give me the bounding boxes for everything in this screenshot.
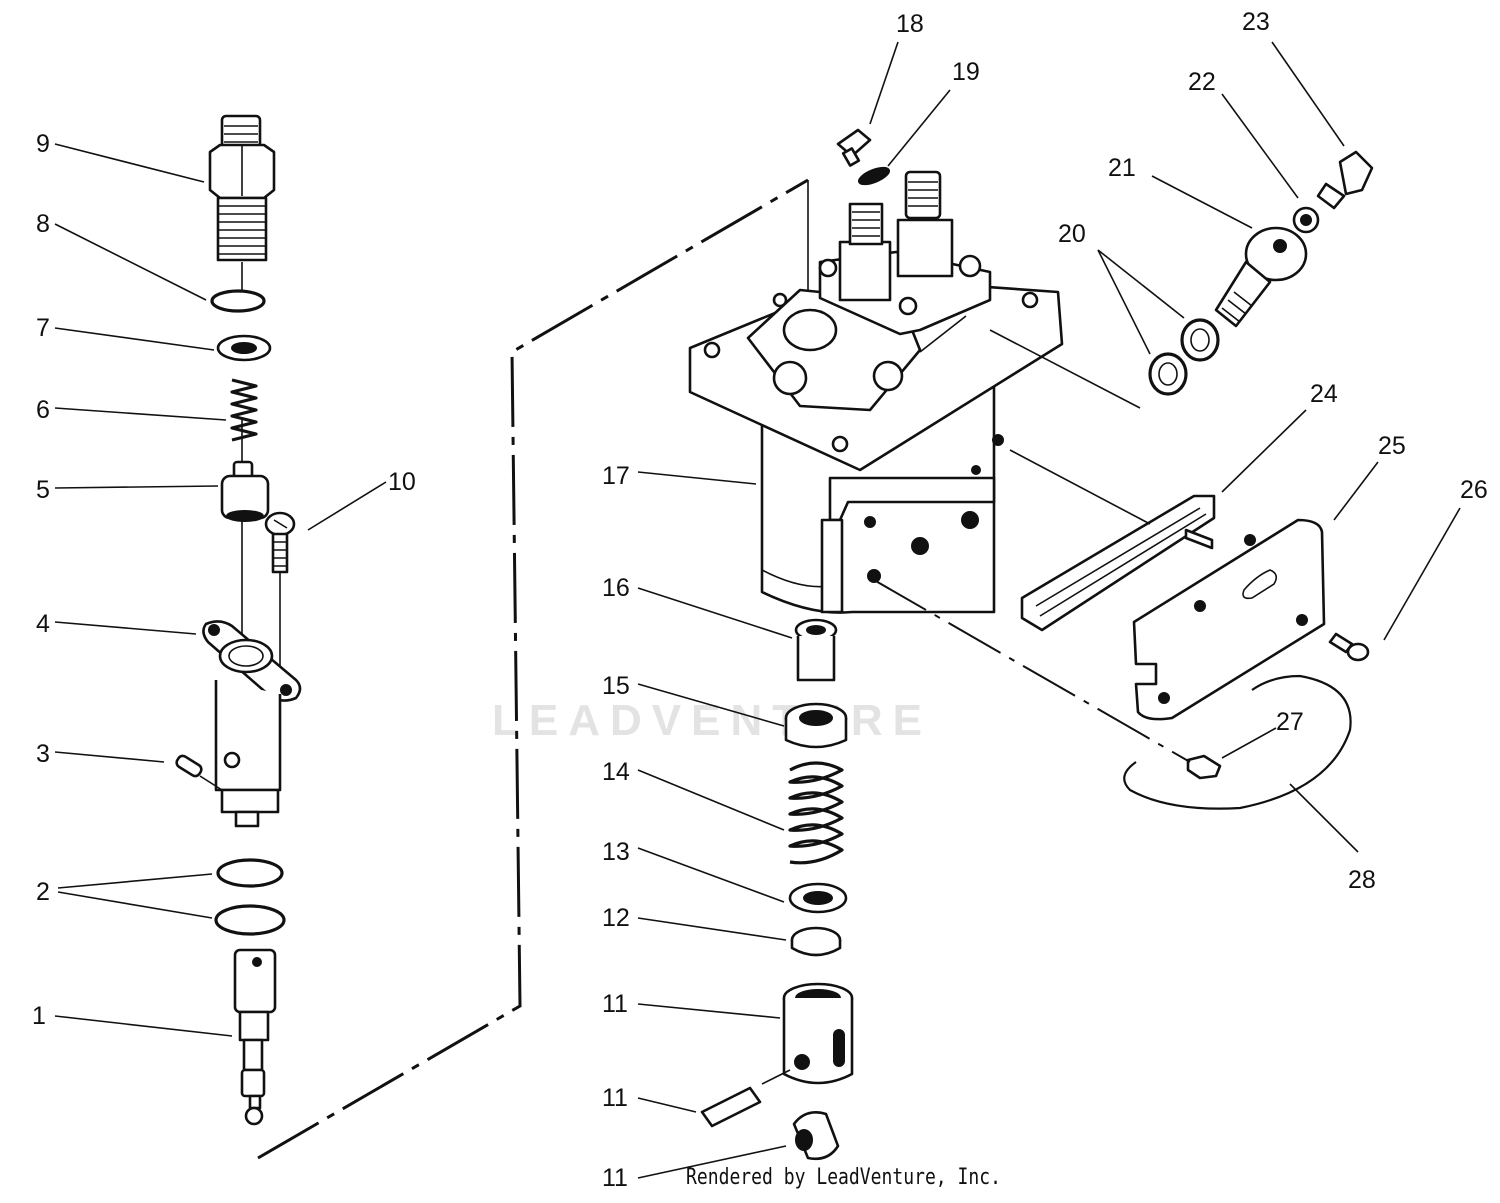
part-18-plug xyxy=(836,128,872,167)
part-6-spring xyxy=(230,378,258,442)
assembly-route-line xyxy=(257,178,809,1160)
callout-11-tappet: 11 xyxy=(602,990,628,1018)
part-19-washer xyxy=(857,166,891,186)
callout-2: 2 xyxy=(36,878,50,906)
callout-20: 20 xyxy=(1058,220,1086,248)
callout-1: 1 xyxy=(32,1002,46,1030)
part-14-spring xyxy=(788,761,844,865)
part-7-washer xyxy=(216,334,272,362)
part-4-barrel-flange xyxy=(202,620,302,828)
part-28-wire-clip xyxy=(1123,674,1352,810)
callout-24: 24 xyxy=(1310,380,1338,408)
part-12-shim xyxy=(790,926,842,957)
callout-8: 8 xyxy=(36,210,50,238)
callout-22: 22 xyxy=(1188,68,1216,96)
part-2-o-ring-upper xyxy=(216,858,284,888)
callout-4: 4 xyxy=(36,610,50,638)
part-10-screw xyxy=(264,511,296,574)
part-23-bolt xyxy=(1316,150,1374,210)
callout-23: 23 xyxy=(1242,8,1270,36)
part-11-pin xyxy=(700,1069,791,1128)
part-8-gasket xyxy=(210,289,266,313)
part-11-roller xyxy=(792,1111,840,1161)
part-24-rack xyxy=(1020,494,1216,632)
callout-17: 17 xyxy=(602,462,630,490)
render-credit: Rendered by LeadVenture, Inc. xyxy=(686,1165,1001,1190)
pump-body-assembly xyxy=(688,128,1374,1161)
callout-25: 25 xyxy=(1378,432,1406,460)
part-2-o-ring-lower xyxy=(214,904,286,936)
callout-5: 5 xyxy=(36,476,50,504)
callout-labels: 1 2 3 4 5 6 7 8 9 10 11 11 11 11 12 13 1… xyxy=(32,8,1488,1192)
part-27-bolt xyxy=(1186,754,1222,780)
bolt-27-axis xyxy=(873,579,1191,763)
callout-26: 26 xyxy=(1460,476,1488,504)
part-22-nut xyxy=(1292,206,1320,234)
callout-15: 15 xyxy=(602,672,630,700)
left-assembly xyxy=(175,114,302,1126)
callout-9: 9 xyxy=(36,130,50,158)
callout-3: 3 xyxy=(36,740,50,768)
callout-19: 19 xyxy=(952,58,980,86)
callout-16: 16 xyxy=(602,574,630,602)
callout-10: 10 xyxy=(388,468,416,496)
callout-11-roller: 11 xyxy=(602,1164,628,1192)
banjo-bolt-axis xyxy=(989,329,1141,409)
part-21-banjo-bolt xyxy=(1214,226,1308,328)
part-5-delivery-valve xyxy=(220,460,270,522)
leader-lines xyxy=(54,41,1461,1179)
callout-13: 13 xyxy=(602,838,630,866)
callout-7: 7 xyxy=(36,314,50,342)
callout-14: 14 xyxy=(602,758,630,786)
part-11-tappet xyxy=(782,982,854,1085)
callout-21: 21 xyxy=(1108,154,1136,182)
callout-18: 18 xyxy=(896,10,924,38)
part-26-screw xyxy=(1328,632,1370,662)
part-17-pump-body xyxy=(688,170,1064,614)
callout-27: 27 xyxy=(1276,708,1304,736)
part-3-pin xyxy=(175,754,223,791)
callout-11-pin: 11 xyxy=(602,1084,628,1112)
part-20-washers xyxy=(1148,318,1220,396)
part-1-plunger xyxy=(233,948,277,1126)
part-13-lower-seat xyxy=(788,882,848,914)
callout-12: 12 xyxy=(602,904,630,932)
part-15-spring-seat xyxy=(784,702,848,749)
rack-axis xyxy=(1009,449,1151,525)
part-9-valve-holder xyxy=(208,114,276,262)
callout-28: 28 xyxy=(1348,866,1376,894)
callout-6: 6 xyxy=(36,396,50,424)
part-16-guide xyxy=(794,618,838,682)
part-25-cover-plate xyxy=(1132,518,1326,721)
